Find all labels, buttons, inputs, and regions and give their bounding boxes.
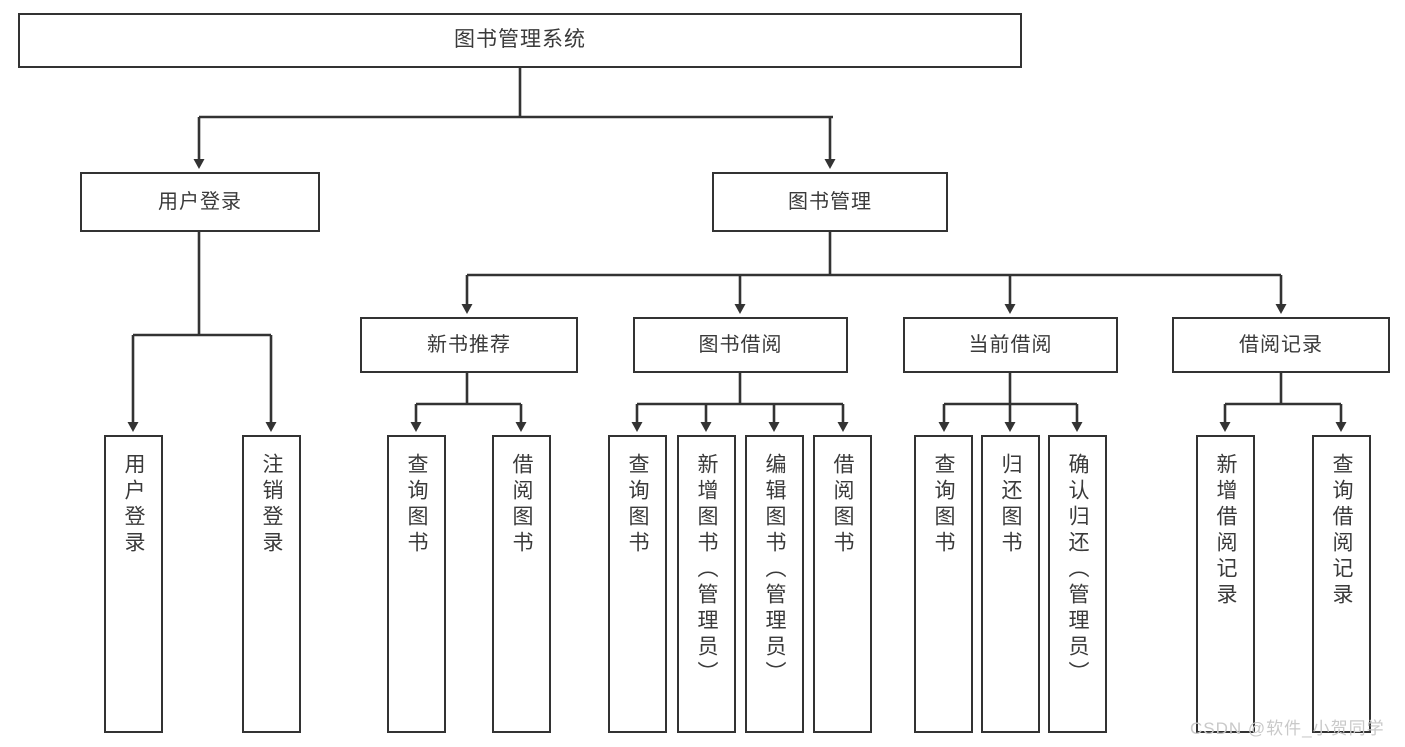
node-label: 新增借阅记录 [1214, 453, 1237, 609]
node-label: 图书借阅 [698, 333, 783, 356]
node-label: 编辑图书（管理员） [763, 453, 786, 687]
node-label: 查询图书 [405, 453, 428, 557]
node-label: 新增图书（管理员） [695, 453, 718, 687]
node-root-system[interactable]: 图书管理系统 [18, 13, 1022, 68]
node-book-management[interactable]: 图书管理 [712, 172, 948, 232]
leaf-borrow-record-add[interactable]: 新增借阅记录 [1196, 435, 1255, 733]
leaf-new-book-query[interactable]: 查询图书 [387, 435, 446, 733]
leaf-current-borrow-query[interactable]: 查询图书 [914, 435, 973, 733]
node-label: 图书管理系统 [454, 28, 586, 52]
node-label: 查询借阅记录 [1330, 453, 1353, 609]
node-label: 借阅图书 [831, 453, 854, 557]
node-label: 新书推荐 [427, 333, 511, 356]
node-label: 查询图书 [932, 453, 955, 557]
node-label: 借阅图书 [510, 453, 533, 557]
node-label: 借阅记录 [1239, 333, 1323, 356]
node-label: 图书管理 [788, 190, 872, 213]
leaf-current-borrow-confirm-return[interactable]: 确认归还（管理员） [1048, 435, 1107, 733]
node-label: 用户登录 [122, 453, 145, 557]
leaf-book-borrow-edit[interactable]: 编辑图书（管理员） [745, 435, 804, 733]
node-borrow-record[interactable]: 借阅记录 [1172, 317, 1390, 373]
leaf-borrow-record-query[interactable]: 查询借阅记录 [1312, 435, 1371, 733]
node-label: 当前借阅 [968, 333, 1053, 356]
node-label: 归还图书 [999, 453, 1022, 557]
node-user-login[interactable]: 用户登录 [80, 172, 320, 232]
node-label: 用户登录 [158, 190, 242, 213]
leaf-new-book-borrow[interactable]: 借阅图书 [492, 435, 551, 733]
node-current-borrow[interactable]: 当前借阅 [903, 317, 1118, 373]
node-label: 确认归还（管理员） [1066, 453, 1089, 687]
leaf-user-login-logout[interactable]: 注销登录 [242, 435, 301, 733]
leaf-book-borrow-borrow[interactable]: 借阅图书 [813, 435, 872, 733]
leaf-current-borrow-return[interactable]: 归还图书 [981, 435, 1040, 733]
node-label: 查询图书 [626, 453, 649, 557]
leaf-book-borrow-query[interactable]: 查询图书 [608, 435, 667, 733]
leaf-user-login-login[interactable]: 用户登录 [104, 435, 163, 733]
node-new-book-recommend[interactable]: 新书推荐 [360, 317, 578, 373]
node-book-borrow[interactable]: 图书借阅 [633, 317, 848, 373]
node-label: 注销登录 [260, 453, 283, 557]
leaf-book-borrow-add[interactable]: 新增图书（管理员） [677, 435, 736, 733]
csdn-watermark: CSDN @软件_小贺同学 [1190, 719, 1385, 738]
